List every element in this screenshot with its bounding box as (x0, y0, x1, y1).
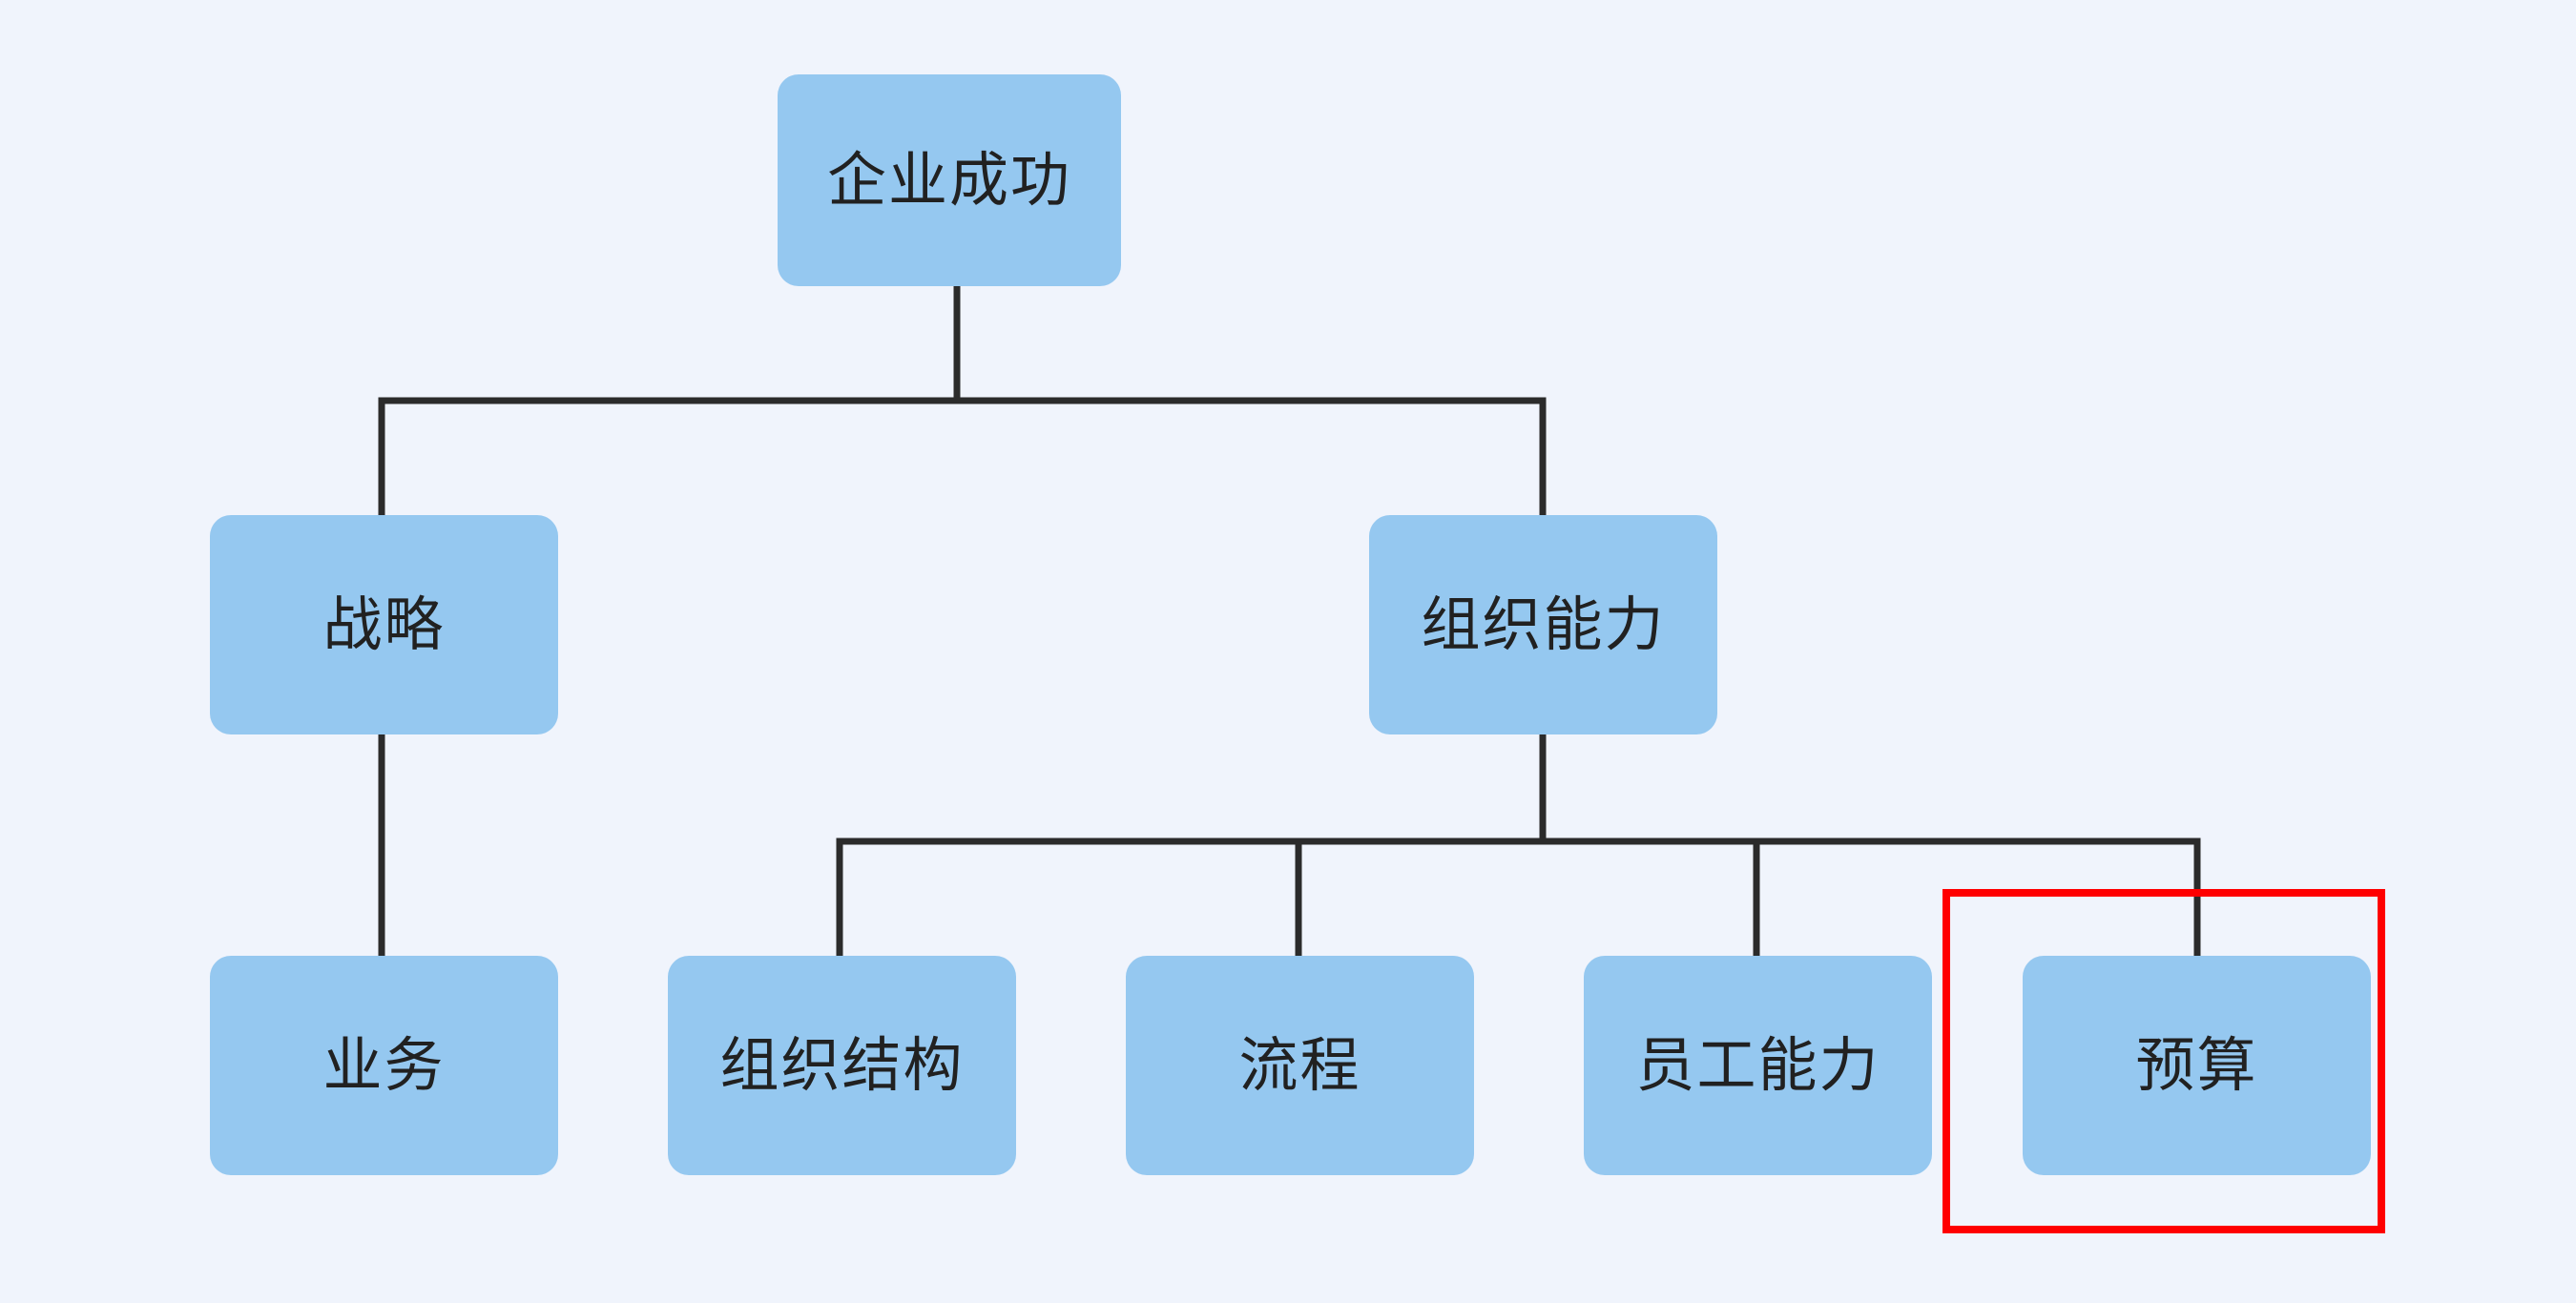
node-label: 组织能力 (1421, 589, 1666, 659)
node-label: 组织结构 (719, 1030, 965, 1100)
node-employee-capability[interactable]: 员工能力 (1584, 956, 1932, 1175)
node-organizational-capability[interactable]: 组织能力 (1369, 515, 1717, 734)
node-label: 企业成功 (826, 145, 1071, 215)
highlight-rectangle-budget (1942, 889, 2385, 1233)
node-label: 员工能力 (1635, 1030, 1880, 1100)
node-label: 业务 (322, 1030, 446, 1100)
node-label: 预算 (2135, 1030, 2258, 1100)
node-label: 流程 (1238, 1030, 1361, 1100)
node-organizational-structure[interactable]: 组织结构 (668, 956, 1016, 1175)
node-budget[interactable]: 预算 (2023, 956, 2371, 1175)
node-root-enterprise-success[interactable]: 企业成功 (778, 74, 1121, 286)
node-process[interactable]: 流程 (1126, 956, 1474, 1175)
node-business[interactable]: 业务 (210, 956, 558, 1175)
node-label: 战略 (322, 589, 446, 659)
node-strategy[interactable]: 战略 (210, 515, 558, 734)
